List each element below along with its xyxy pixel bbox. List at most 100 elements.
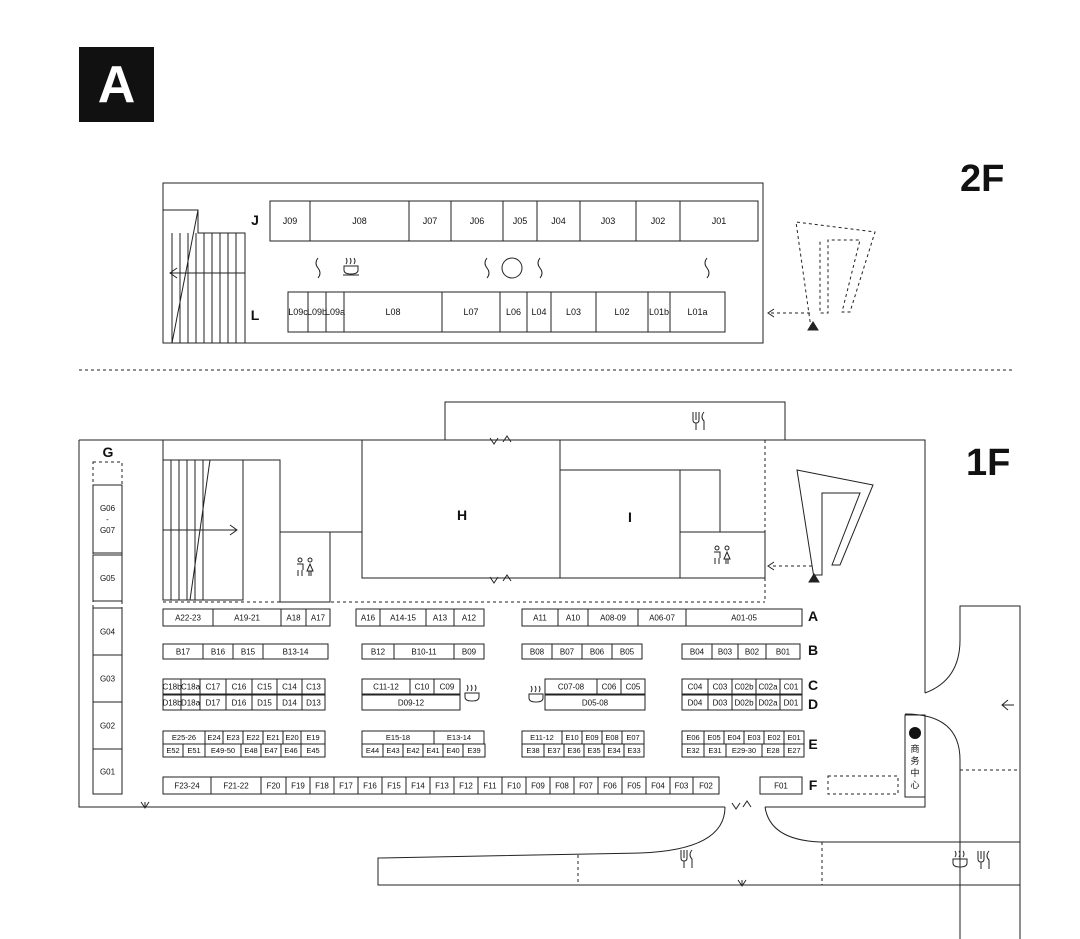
booth-label: F18 [315, 781, 329, 790]
booth-box[interactable] [92, 554, 123, 602]
booth-box[interactable] [679, 200, 759, 242]
booth-label: J09 [283, 216, 298, 226]
booth-box[interactable] [462, 743, 486, 758]
booth-label: C02a [758, 682, 778, 691]
booth-box[interactable] [623, 743, 645, 758]
booth-label: C13 [306, 682, 321, 691]
booth-box[interactable] [92, 748, 123, 795]
booth-box[interactable] [300, 743, 326, 758]
booth-label: C06 [602, 682, 617, 691]
stairs-icon [162, 459, 244, 601]
booth-box[interactable] [92, 484, 123, 554]
booth-label: F16 [363, 781, 377, 790]
booth-box[interactable] [669, 291, 726, 333]
booth-label: F10 [507, 781, 521, 790]
booth-label: B03 [718, 647, 733, 656]
booth-box[interactable] [262, 643, 329, 660]
booth-box[interactable] [301, 678, 326, 695]
booth-box[interactable] [453, 608, 485, 627]
booth-label: A12 [462, 613, 477, 622]
row-label-b: B [808, 642, 818, 658]
booth-label: B15 [241, 647, 256, 656]
booth-label: E41 [426, 746, 439, 755]
booth-label: E01 [787, 733, 800, 742]
booth-label: F04 [651, 781, 665, 790]
booth-label: L09b [307, 307, 327, 317]
booth-label: F23-24 [174, 781, 200, 790]
booth-label: E33 [627, 746, 640, 755]
booth-box[interactable] [301, 694, 326, 711]
booth-label: E43 [386, 746, 399, 755]
booth-label: C09 [440, 682, 455, 691]
booth-label: A14-15 [390, 613, 416, 622]
booth-label: F19 [291, 781, 305, 790]
booth-label: A13 [433, 613, 448, 622]
booth-label: C03 [713, 682, 728, 691]
booth-label: B12 [371, 647, 386, 656]
booth-label: D05-08 [582, 698, 609, 707]
booth-box[interactable] [765, 643, 801, 660]
booth-label: A22-23 [175, 613, 201, 622]
restaurant-icon [680, 849, 693, 868]
booth-box[interactable] [611, 643, 643, 660]
booth-box[interactable] [692, 776, 720, 795]
booth-label: F07 [579, 781, 593, 790]
booth-label: L03 [566, 307, 581, 317]
booth-box[interactable] [544, 694, 646, 711]
booth-box[interactable] [759, 776, 803, 795]
booth-label: D03 [713, 698, 728, 707]
booth-label: F21-22 [223, 781, 249, 790]
booth-label: B06 [590, 647, 605, 656]
booth-label: E42 [406, 746, 419, 755]
booth-box[interactable] [685, 608, 803, 627]
booth-label: F05 [627, 781, 641, 790]
booth-box[interactable] [783, 743, 805, 758]
booth-label: F06 [603, 781, 617, 790]
booth-label: E03 [747, 733, 760, 742]
booth-label: F14 [411, 781, 425, 790]
booth-label: J05 [513, 216, 528, 226]
booth-label: B13-14 [283, 647, 309, 656]
floor-label-2f: 2F [960, 158, 1005, 200]
booth-label: E09 [585, 733, 598, 742]
booth-label: L04 [531, 307, 546, 317]
booth-label: G04 [100, 628, 116, 637]
booth-label: B08 [530, 647, 545, 656]
booth-label: F12 [459, 781, 473, 790]
booth-label: E52 [166, 746, 179, 755]
restroom-icon [714, 545, 731, 564]
booth-label: L09c [288, 307, 308, 317]
booth-box[interactable] [433, 678, 461, 695]
booth-label: F02 [699, 781, 713, 790]
booth-label: A16 [361, 613, 376, 622]
booth-label: E19 [306, 733, 319, 742]
booth-label: E49-50 [211, 746, 235, 755]
booth-label: E36 [567, 746, 580, 755]
booth-box[interactable] [779, 678, 803, 695]
booth-box[interactable] [361, 694, 461, 711]
booth-box[interactable] [453, 643, 485, 660]
booth-label: E47 [264, 746, 277, 755]
booth-label: E22 [246, 733, 259, 742]
booth-box[interactable] [620, 678, 646, 695]
booth-label: J04 [551, 216, 566, 226]
row-label-j: J [251, 212, 259, 228]
zone-label-g: G [103, 444, 114, 460]
booth-label: B09 [462, 647, 477, 656]
booth-label: J03 [601, 216, 616, 226]
booth-label: C15 [257, 682, 272, 691]
booth-label: E48 [244, 746, 257, 755]
booth-label: E34 [607, 746, 620, 755]
booth-label: F13 [435, 781, 449, 790]
cafe-icon [464, 684, 480, 702]
booth-label: F08 [555, 781, 569, 790]
booth-label: D18a [181, 698, 201, 707]
booth-box[interactable] [779, 694, 803, 711]
booth-label: C10 [415, 682, 430, 691]
booth-label: G01 [100, 768, 116, 777]
booth-label: D13 [306, 698, 321, 707]
booth-label: E29-30 [732, 746, 756, 755]
booth-box[interactable] [305, 608, 331, 627]
biz-center-char: 务 [910, 755, 919, 766]
booth-label: D16 [232, 698, 247, 707]
